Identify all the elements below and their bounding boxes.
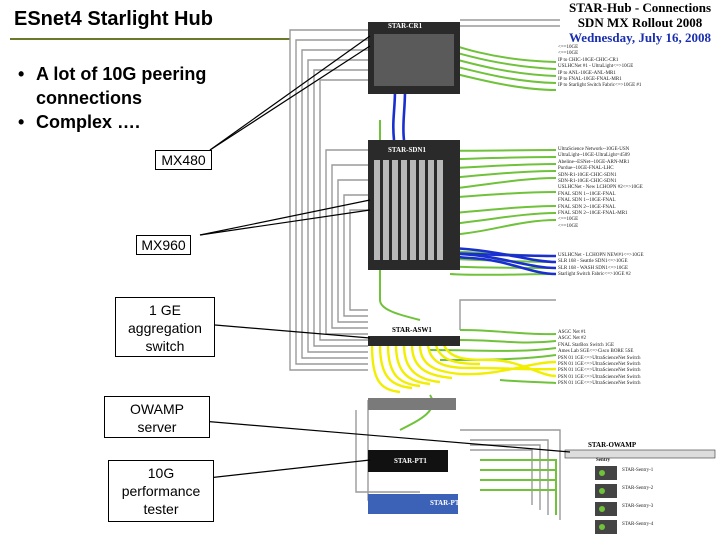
callout-mx480: MX480 bbox=[155, 150, 212, 170]
sentry-label: STAR-Sentry-2 bbox=[622, 486, 654, 491]
bullet-text: A lot of 10G peering connections bbox=[36, 64, 207, 108]
callout-mx960: MX960 bbox=[136, 235, 191, 255]
callout-pointers bbox=[189, 35, 571, 481]
connection-label: ASGC Net #1 bbox=[558, 330, 587, 335]
connection-label: SDN-R1-10GE-CHIC-SDN1 bbox=[558, 172, 617, 178]
diagram-date: Wednesday, July 16, 2008 bbox=[569, 30, 711, 45]
connection-label: Abeline--ESNet--10GE-ARN-MR1 bbox=[558, 159, 630, 165]
connection-label: Purdue--10GE-FNAL-LHC bbox=[558, 166, 614, 172]
connection-label: IP to CHIC-10GE-CHIC-CR1 bbox=[558, 57, 619, 63]
connection-label: UltraScience Network--10GE-USN bbox=[558, 147, 630, 152]
title-underline bbox=[10, 38, 290, 40]
sentry-label: STAR-Sentry-3 bbox=[622, 504, 654, 509]
star-pt1-tester bbox=[368, 450, 448, 472]
connection-label: <==10GE bbox=[558, 45, 579, 50]
connection-labels-mid: UltraScience Network--10GE-USN UltraLigh… bbox=[558, 147, 643, 230]
callout-text: aggregation bbox=[128, 320, 202, 336]
connection-label: FNAL SDN 2--10GE-FNAL bbox=[558, 204, 616, 210]
callout-text: 1 GE bbox=[149, 302, 181, 318]
callout-text: MX480 bbox=[161, 152, 206, 168]
connection-label: FNAL SDN 2--10GE-FNAL-MR1 bbox=[558, 211, 628, 217]
bullet-glyph: • bbox=[18, 112, 25, 132]
connection-label: SDN-R1-10GE-CHIC-SDN1 bbox=[558, 179, 617, 185]
connection-label: FNAL SDN 1--10GE-FNAL bbox=[558, 191, 616, 197]
callout-text: performance bbox=[121, 483, 201, 499]
callout-text: server bbox=[137, 419, 177, 435]
connection-label: <==10GE bbox=[558, 51, 579, 57]
device-label-asw1: STAR-ASW1 bbox=[392, 326, 432, 334]
connection-labels-top: <==10GE <==10GE IP to CHIC-10GE-CHIC-CR1… bbox=[558, 45, 641, 90]
bullet-item: • A lot of 10G peering connections bbox=[18, 62, 236, 110]
device-label-owamp: STAR-OWAMP bbox=[588, 441, 637, 449]
connection-label: FNAL SDN 1--10GE-FNAL bbox=[558, 198, 616, 204]
connection-label: Ames Lab SGE<=>Cisco BORE 5SE bbox=[558, 349, 634, 355]
connection-labels-low: USLHCNet - LCHOPN NEW#1<=>10GE SLR 168 -… bbox=[558, 253, 644, 279]
sentry-units bbox=[595, 466, 617, 534]
callout-text: MX960 bbox=[141, 237, 186, 253]
star-pt2-tester bbox=[368, 494, 458, 514]
callout-text: OWAMP bbox=[130, 401, 184, 417]
connection-labels-asw: ASGC Net #1 ASGC Net #2 FNAL StarBox Swi… bbox=[558, 330, 640, 388]
connection-label: Starlight Switch Fabric<=>10GE #2 bbox=[558, 272, 631, 278]
sentry-label: STAR-Sentry-4 bbox=[622, 522, 654, 527]
yellow-cables bbox=[370, 344, 557, 394]
connection-label: UltraLight--10GE-UltraLight=4509 bbox=[558, 153, 630, 159]
connection-label: <==10GE bbox=[558, 223, 579, 229]
connection-label: PSN 01 1GE<=>UltraScienceNet Switch bbox=[558, 362, 641, 368]
connection-label: PSN 01 1GE<=>UltraScienceNet Switch bbox=[558, 355, 641, 361]
green-cables bbox=[379, 29, 557, 515]
connection-label: USLHCNet #1 - UltraLight<=>10GE bbox=[558, 64, 634, 70]
sentry-label: STAR-Sentry-1 bbox=[622, 468, 654, 473]
bullet-glyph: • bbox=[18, 64, 25, 84]
diagram-header-line: STAR-Hub - Connections bbox=[568, 0, 712, 15]
bullet-list: • A lot of 10G peering connections • Com… bbox=[18, 62, 236, 134]
callout-text: switch bbox=[145, 338, 185, 354]
connection-label: ASGC Net #2 bbox=[558, 336, 587, 342]
callout-ge-switch: 1 GE aggregation switch bbox=[115, 297, 215, 357]
connection-label: USLHCNet - New LCHOPN #2<=>10GE bbox=[558, 185, 643, 191]
callout-perf-tester: 10G performance tester bbox=[108, 460, 214, 522]
device-label-cr1: STAR-CR1 bbox=[388, 22, 423, 30]
callout-text: 10G bbox=[147, 465, 175, 481]
diagram-header-line: SDN MX Rollout 2008 bbox=[577, 15, 703, 30]
connection-label: SLR 168 - WASH SDN1<=>10GE bbox=[558, 265, 629, 271]
connection-label: PSN 01 1GE<=>UltraScienceNet Switch bbox=[558, 381, 641, 387]
star-asw1-switch bbox=[368, 336, 460, 346]
star-owamp-server bbox=[564, 449, 716, 459]
slide-title: ESnet4 Starlight Hub bbox=[14, 8, 213, 30]
connection-label: SLR 168 - Seattle SDN1<=>10GE bbox=[558, 259, 628, 265]
bullet-text: Complex …. bbox=[36, 112, 141, 132]
device-label-sdn1: STAR-SDN1 bbox=[388, 146, 426, 154]
connection-label: PSN 01 1GE<=>UltraScienceNet Switch bbox=[558, 368, 641, 374]
connection-label: IP to ANL-10GE-ANL-MR1 bbox=[558, 70, 616, 76]
connection-label: IP to FNAL-10GE-FNAL-MR1 bbox=[558, 77, 622, 83]
connection-label: FNAL StarBox Switch 1GE bbox=[558, 342, 615, 348]
callout-owamp: OWAMP server bbox=[104, 396, 210, 438]
diagram-header: STAR-Hub - Connections SDN MX Rollout 20… bbox=[560, 0, 720, 45]
device-label-pt2: STAR-PT2 bbox=[430, 499, 463, 507]
connection-label: IP to Starlight Switch Fabric<=>10GE #1 bbox=[558, 83, 642, 89]
patch-panel bbox=[368, 398, 456, 410]
callout-text: tester bbox=[143, 501, 179, 517]
sentry-brand-label: Sentry bbox=[596, 458, 611, 463]
connection-label: <==10GE bbox=[558, 217, 579, 223]
connection-label: USLHCNet - LCHOPN NEW#1<=>10GE bbox=[558, 253, 644, 258]
connection-label: PSN 01 1GE<=>UltraScienceNet Switch bbox=[558, 374, 641, 380]
device-label-pt1: STAR-PT1 bbox=[394, 457, 427, 465]
bullet-item: • Complex …. bbox=[18, 110, 236, 134]
